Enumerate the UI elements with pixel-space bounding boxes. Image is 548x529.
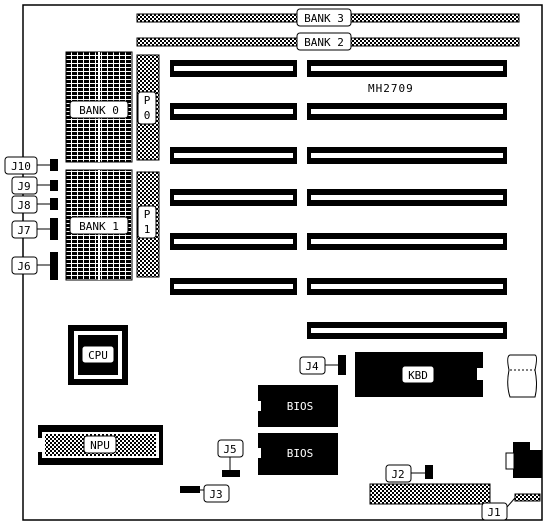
p0-label-p: P <box>144 94 151 107</box>
p0-label-0: 0 <box>144 109 151 122</box>
keyboard-connector <box>505 442 542 478</box>
cpu-label: CPU <box>88 349 108 362</box>
jumper-j1: J1 <box>481 493 541 521</box>
board-model: MH2709 <box>368 82 414 95</box>
svg-text:J7: J7 <box>17 224 30 237</box>
bios-chip-upper: BIOS <box>256 385 338 427</box>
svg-text:J9: J9 <box>17 180 30 193</box>
kbd-label-box <box>401 365 435 384</box>
svg-text:J4: J4 <box>305 360 319 373</box>
svg-text:J10: J10 <box>11 160 31 173</box>
expansion-slots-right <box>307 60 507 339</box>
jumper-j7: J7 <box>11 218 58 240</box>
bank2-label-box <box>296 32 352 51</box>
svg-text:J5: J5 <box>223 443 236 456</box>
bank1-label-box <box>69 216 129 235</box>
kbd-label: KBD <box>408 369 428 382</box>
bios-lower-label: BIOS <box>287 447 314 460</box>
bank3-label: BANK 3 <box>304 12 344 25</box>
p0-label-box <box>137 91 157 125</box>
jumper-j5: J5 <box>217 439 244 477</box>
front-panel-header <box>369 483 491 505</box>
jumper-j4: J4 <box>299 355 346 375</box>
bank3-slot: BANK 3 <box>136 8 520 27</box>
bank1-label: BANK 1 <box>79 220 119 233</box>
svg-text:J2: J2 <box>391 468 404 481</box>
jumper-j3: J3 <box>180 484 230 503</box>
cpu-chip: CPU <box>68 325 128 385</box>
svg-text:J3: J3 <box>209 488 222 501</box>
expansion-slots-left-inner <box>174 66 293 289</box>
bank0-label: BANK 0 <box>79 104 119 117</box>
bios-upper-label: BIOS <box>287 400 314 413</box>
svg-text:J8: J8 <box>17 199 30 212</box>
jumper-j10: J10 <box>4 156 58 175</box>
cpu-label-box <box>81 345 115 364</box>
npu-label: NPU <box>90 439 110 452</box>
svg-text:J6: J6 <box>17 260 30 273</box>
bank2-label: BANK 2 <box>304 36 344 49</box>
p1-label-1: 1 <box>144 223 151 236</box>
kbd-chip: KBD <box>355 352 484 397</box>
svg-text:J1: J1 <box>487 506 500 519</box>
bank2-slot: BANK 2 <box>136 32 520 51</box>
p1-label-p: P <box>144 208 151 221</box>
expansion-slots-left <box>170 60 297 295</box>
expansion-slots-right-inner <box>311 66 503 333</box>
jumper-j2: J2 <box>385 464 433 483</box>
battery-outline <box>507 354 537 398</box>
npu-label-box <box>83 435 117 454</box>
bios-chip-lower: BIOS <box>256 433 338 475</box>
jumper-j8: J8 <box>11 195 58 214</box>
p1-label-box <box>137 205 157 239</box>
npu-socket: NPU <box>38 425 163 465</box>
p0-parity-strip: P 0 <box>136 54 160 161</box>
jumper-j9: J9 <box>11 176 58 195</box>
bank3-label-box <box>296 8 352 27</box>
jumper-j6: J6 <box>11 252 58 280</box>
p1-parity-strip: P 1 <box>136 171 160 278</box>
bank0-label-box <box>69 100 129 119</box>
